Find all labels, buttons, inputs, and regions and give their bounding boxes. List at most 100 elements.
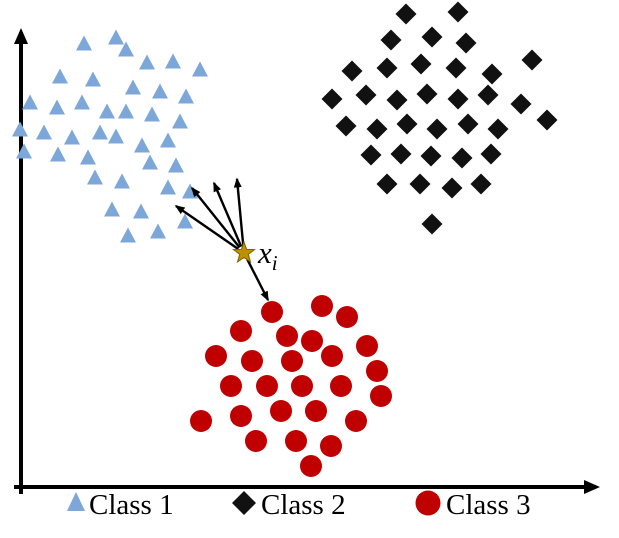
class-1-point bbox=[74, 94, 90, 110]
class-2-point bbox=[447, 1, 469, 23]
class-2-point bbox=[386, 89, 408, 111]
class-2-point bbox=[426, 118, 448, 140]
class-2-point bbox=[396, 113, 418, 135]
legend-item-class3: Class 3 bbox=[415, 489, 531, 521]
class-1-point bbox=[168, 157, 184, 173]
class-2-point bbox=[421, 26, 443, 48]
class-1-point bbox=[114, 173, 130, 189]
class-1-point bbox=[165, 53, 181, 69]
class-1-point bbox=[85, 71, 101, 87]
class-1-point bbox=[118, 41, 134, 57]
circle-marker-icon bbox=[415, 490, 441, 516]
class-2-point bbox=[355, 84, 377, 106]
class-3-point bbox=[220, 375, 242, 397]
class-2-point bbox=[376, 173, 398, 195]
class-2-point bbox=[510, 93, 532, 115]
class-2-point bbox=[395, 3, 417, 25]
query-label-base: x bbox=[257, 235, 272, 270]
legend-item-class1: Class 1 bbox=[67, 489, 174, 521]
class-1-point bbox=[104, 201, 120, 217]
class-1-point bbox=[99, 103, 115, 119]
class-1-point bbox=[36, 124, 52, 140]
class-1-point bbox=[87, 169, 103, 185]
class-1-point bbox=[50, 146, 66, 162]
class-1-point bbox=[125, 79, 141, 95]
class-3-point bbox=[291, 375, 313, 397]
class-1-point bbox=[150, 223, 166, 239]
class-1-point bbox=[142, 154, 158, 170]
class-1-point bbox=[134, 137, 150, 153]
class-1-point bbox=[192, 61, 208, 77]
class-3-point bbox=[285, 430, 307, 452]
series-class-1 bbox=[12, 29, 208, 243]
class-1-point bbox=[172, 113, 188, 129]
class-1-point bbox=[133, 203, 149, 219]
class-3-point bbox=[370, 385, 392, 407]
class-3-point bbox=[205, 345, 227, 367]
class-1-point bbox=[52, 68, 68, 84]
class-1-point bbox=[80, 149, 96, 165]
class-3-point bbox=[230, 320, 252, 342]
class-2-point bbox=[335, 115, 357, 137]
class-1-point bbox=[16, 143, 32, 159]
query-star-icon bbox=[232, 240, 256, 264]
class-3-point bbox=[320, 435, 342, 457]
class-2-point bbox=[360, 144, 382, 166]
class-2-point bbox=[445, 57, 467, 79]
triangle-marker-icon bbox=[67, 492, 85, 511]
series-class-2 bbox=[321, 1, 558, 235]
series-class-3 bbox=[190, 295, 392, 477]
class-1-point bbox=[76, 35, 92, 51]
class-3-point bbox=[261, 301, 283, 323]
class-2-point bbox=[416, 83, 438, 105]
class-2-point bbox=[390, 143, 412, 165]
class-3-point bbox=[356, 335, 378, 357]
class-1-point bbox=[108, 128, 124, 144]
class-1-point bbox=[152, 83, 168, 99]
class-3-point bbox=[366, 360, 388, 382]
neighbor-arrow bbox=[233, 177, 245, 247]
class-2-point bbox=[421, 213, 443, 235]
class-2-point bbox=[477, 84, 499, 106]
class-3-point bbox=[305, 400, 327, 422]
class-2-point bbox=[487, 118, 509, 140]
class-1-point bbox=[118, 103, 134, 119]
class-1-point bbox=[160, 179, 176, 195]
class-2-point bbox=[447, 88, 469, 110]
class-2-point bbox=[481, 63, 503, 85]
class-3-point bbox=[270, 400, 292, 422]
class-2-point bbox=[480, 143, 502, 165]
class-3-point bbox=[301, 330, 323, 352]
diamond-marker-icon bbox=[232, 491, 256, 515]
class-1-point bbox=[12, 121, 28, 137]
class-3-point bbox=[241, 350, 263, 372]
class-3-point bbox=[190, 410, 212, 432]
class-3-point bbox=[300, 455, 322, 477]
legend-item-class2: Class 2 bbox=[232, 489, 346, 521]
class-3-point bbox=[321, 345, 343, 367]
query-label-subscript: i bbox=[272, 251, 278, 275]
class-1-point bbox=[160, 132, 176, 148]
class-1-point bbox=[139, 54, 155, 70]
query-point-label: xi bbox=[257, 235, 278, 275]
class-3-point bbox=[256, 375, 278, 397]
class-3-point bbox=[336, 306, 358, 328]
neighbor-arrow bbox=[191, 186, 241, 249]
series-layer bbox=[12, 1, 558, 477]
class-2-point bbox=[341, 60, 363, 82]
class-3-point bbox=[311, 295, 333, 317]
class-2-point bbox=[420, 145, 442, 167]
neighbor-arrow bbox=[246, 258, 270, 302]
neighbor-arrow bbox=[212, 181, 243, 248]
class-2-point bbox=[410, 53, 432, 75]
class-1-point bbox=[108, 29, 124, 45]
class-1-point bbox=[144, 106, 160, 122]
class-2-point bbox=[376, 57, 398, 79]
class-2-point bbox=[457, 113, 479, 135]
class-2-point bbox=[455, 32, 477, 54]
class-2-point bbox=[521, 49, 543, 71]
class-2-point bbox=[536, 109, 558, 131]
class-1-point bbox=[92, 124, 108, 140]
class-1-point bbox=[22, 94, 38, 110]
